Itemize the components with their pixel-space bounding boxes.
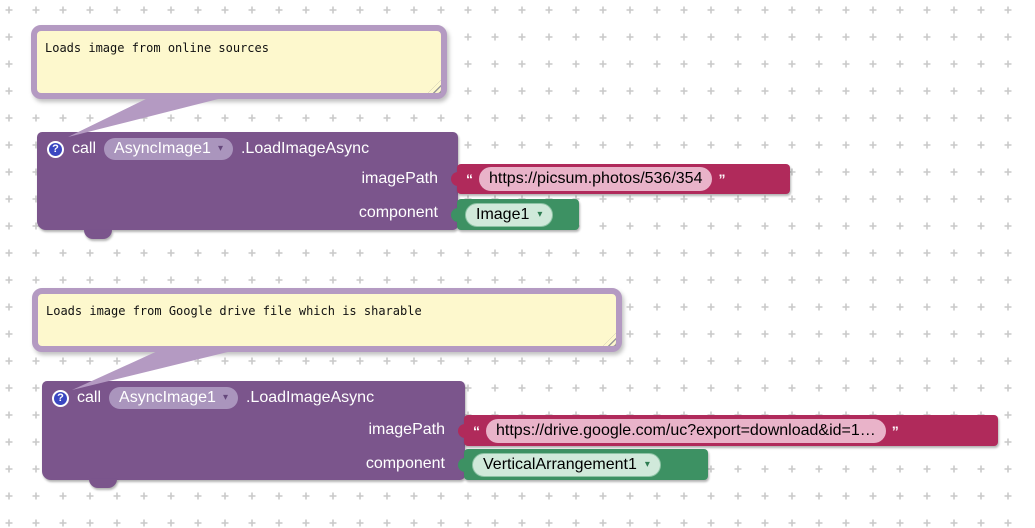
instance-name: AsyncImage1	[114, 140, 211, 157]
call-loadimageasync-block[interactable]: ? call AsyncImage1 ▾ .LoadImageAsync ima…	[42, 381, 465, 480]
chevron-down-icon: ▾	[537, 208, 543, 220]
chevron-down-icon: ▾	[217, 143, 223, 154]
call-loadimageasync-block[interactable]: ? call AsyncImage1 ▾ .LoadImageAsync ima…	[37, 132, 458, 230]
component-value-dropdown[interactable]: Image1 ▾	[465, 202, 554, 227]
help-icon[interactable]: ?	[52, 389, 69, 407]
close-quote-icon: ”	[891, 422, 899, 439]
instance-name: AsyncImage1	[119, 389, 216, 406]
help-icon[interactable]: ?	[47, 140, 64, 158]
comment-text: Loads image from online sources	[45, 41, 269, 55]
component-name: Image1	[476, 205, 530, 223]
chevron-down-icon: ▾	[222, 392, 228, 403]
call-label: call	[72, 140, 97, 157]
param-label-imagepath: imagePath	[368, 421, 446, 438]
next-connector-bump	[89, 479, 117, 488]
string-value-field[interactable]: https://drive.google.com/uc?export=downl…	[486, 418, 886, 443]
comment-resize-grip-icon[interactable]	[428, 80, 441, 93]
comment-resize-grip-icon[interactable]	[603, 333, 616, 346]
chevron-down-icon: ▾	[644, 458, 650, 470]
method-name-label: .LoadImageAsync	[240, 140, 370, 157]
method-name-label: .LoadImageAsync	[245, 389, 375, 406]
param-label-component: component	[365, 455, 445, 472]
call-label: call	[77, 389, 102, 406]
text-string-block[interactable]: “ https://picsum.photos/536/354 ”	[451, 164, 790, 194]
open-quote-icon: “	[466, 171, 473, 187]
component-value-dropdown[interactable]: VerticalArrangement1 ▾	[472, 452, 661, 477]
component-value-block[interactable]: VerticalArrangement1 ▾	[458, 449, 708, 480]
param-label-component: component	[358, 204, 438, 221]
comment-bubble[interactable]: Loads image from Google drive file which…	[32, 288, 622, 352]
text-string-block[interactable]: “ https://drive.google.com/uc?export=dow…	[458, 415, 998, 446]
component-instance-dropdown[interactable]: AsyncImage1 ▾	[109, 387, 238, 409]
string-value-field[interactable]: https://picsum.photos/536/354	[479, 167, 713, 191]
comment-tail	[68, 96, 230, 137]
next-connector-bump	[84, 230, 112, 239]
component-value-block[interactable]: Image1 ▾	[451, 199, 579, 230]
comment-text: Loads image from Google drive file which…	[46, 304, 422, 318]
param-label-imagepath: imagePath	[361, 170, 439, 187]
comment-bubble[interactable]: Loads image from online sources	[31, 25, 447, 99]
open-quote-icon: “	[473, 422, 480, 439]
component-name: VerticalArrangement1	[483, 455, 637, 473]
close-quote-icon: ”	[718, 171, 726, 187]
component-instance-dropdown[interactable]: AsyncImage1 ▾	[104, 138, 233, 160]
